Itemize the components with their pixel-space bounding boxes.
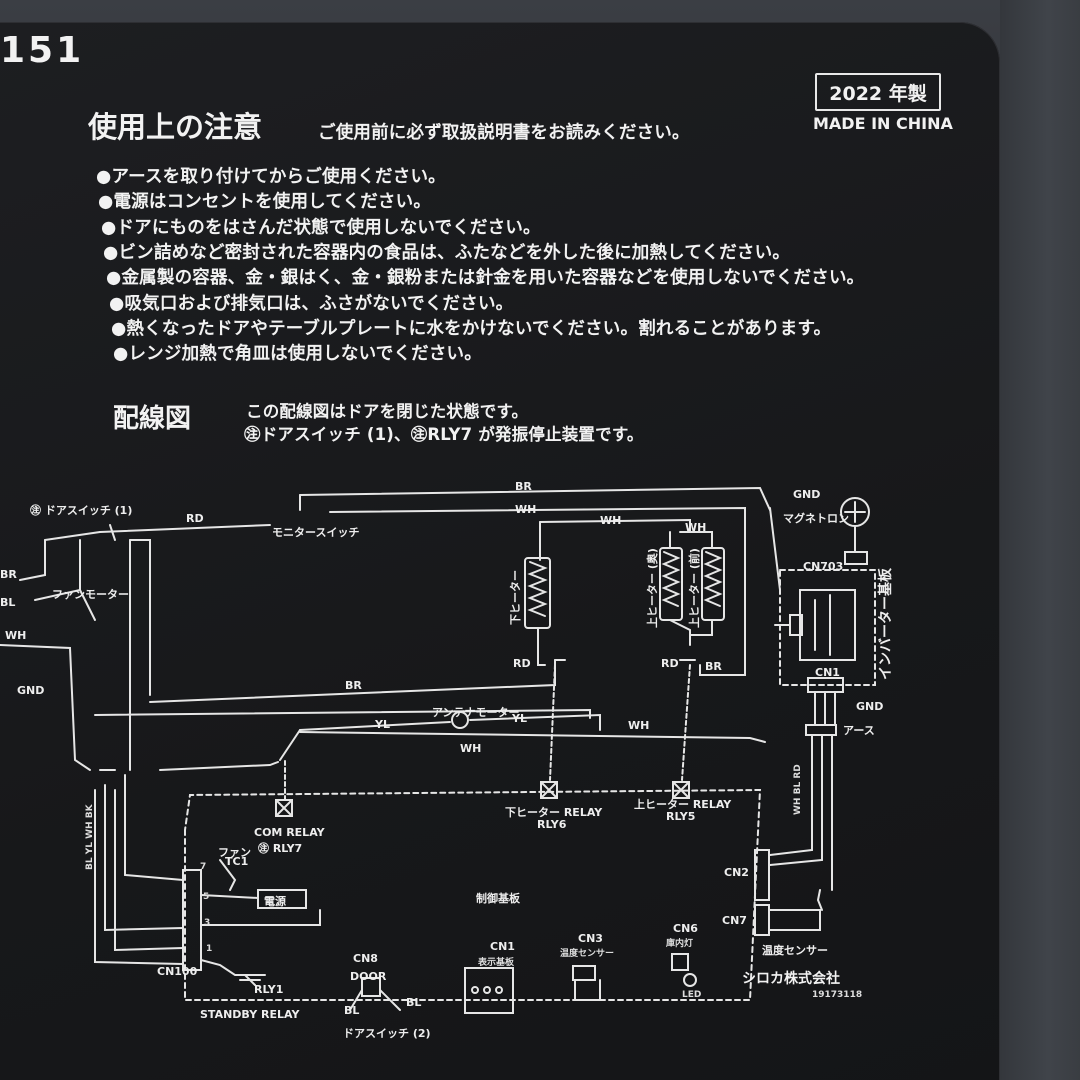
label-magnetron: マグネトロン [783, 512, 849, 525]
label-wh: WH [600, 514, 622, 527]
label-pin: 3 [204, 918, 211, 928]
label-br: BR [705, 660, 722, 673]
label-wh: WH [685, 521, 707, 534]
label-wh: WH [460, 742, 482, 755]
label-door-switch-2: ドアスイッチ (2) [343, 1027, 431, 1040]
label-rd: RD [186, 512, 204, 525]
label-rd: RD [661, 657, 679, 670]
label-yl: YL [375, 718, 390, 731]
label-cn1: CN1 [815, 666, 840, 679]
label-com-relay: COM RELAY [254, 826, 325, 839]
label-wh: WH [5, 629, 27, 642]
label-rly5: RLY5 [666, 810, 696, 823]
label-cn8: CN8 [353, 952, 378, 965]
caution-item: ●ビン詰めなど密封された容器内の食品は、ふたなどを外した後に加熱してください。 [103, 243, 791, 263]
label-control-board: 制御基板 [476, 892, 520, 905]
label-antenna-motor: アンテナモーター [432, 706, 520, 719]
label-plate [0, 22, 1000, 1080]
label-monitor-switch: モニタースイッチ [272, 526, 360, 539]
caution-heading: 使用上の注意 [88, 110, 263, 144]
origin-text: MADE IN CHINA [813, 114, 953, 133]
label-temp-sensor: 温度センサー [560, 949, 615, 959]
label-lamp: 庫内灯 [666, 939, 694, 949]
caution-item: ●ドアにものをはさんだ状態で使用しないでください。 [101, 218, 541, 238]
label-pin: 5 [203, 892, 210, 902]
label-door-switch-1: ㊟ ドアスイッチ (1) [30, 504, 133, 517]
label-bl: BL [344, 1004, 360, 1017]
label-br: BR [345, 679, 362, 692]
label-bl: BL [406, 996, 422, 1009]
label-upper-heater-b: 上ヒーター (前) [688, 548, 701, 628]
appliance-side-edge [1000, 0, 1080, 1080]
label-lower-heater-relay: 下ヒーター RELAY [505, 806, 603, 819]
wiring-note-1: この配線図はドアを閉じた状態です。 [246, 402, 529, 421]
label-gnd: GND [17, 684, 45, 697]
label-rd: RD [513, 657, 531, 670]
label-pin: 7 [200, 862, 207, 872]
label-wh: WH [628, 719, 650, 732]
label-upper-heater-relay: 上ヒーター RELAY [634, 798, 732, 811]
wiring-note-2: ㊟ドアスイッチ (1)、㊟RLY7 が発振停止装置です。 [244, 425, 644, 444]
label-cn7: CN7 [722, 914, 747, 927]
label-cn100: CN100 [157, 965, 198, 978]
caution-item: ●アースを取り付けてからご使用ください。 [96, 167, 446, 187]
label-lower-heater: 下ヒーター [509, 570, 522, 625]
label-yl: YL [512, 712, 527, 725]
label-inverter-board: インバーター基板 [878, 568, 894, 680]
label-bl: BL [0, 596, 16, 609]
label-cn6: CN6 [673, 922, 698, 935]
label-cn1: CN1 [490, 940, 515, 953]
label-cn3: CN3 [578, 932, 603, 945]
label-fan-motor: ファンモーター [52, 588, 129, 601]
label-gnd: GND [793, 488, 821, 501]
label-door: DOOR [350, 970, 387, 983]
label-left-wires: BL YL WH BK [85, 804, 95, 870]
label-pin: 1 [206, 944, 213, 954]
label-wire-colors: WH BL RD [793, 764, 803, 815]
label-fan: ファン [218, 846, 251, 859]
wiring-heading: 配線図 [113, 404, 192, 434]
maker-name: シロカ株式会社 [742, 971, 840, 987]
label-tc1: TC1 [225, 855, 249, 868]
model-number-fragment: 151 [0, 30, 85, 71]
caution-item: ●熱くなったドアやテーブルプレートに水をかけないでください。割れることがあります… [111, 319, 832, 339]
label-cn2: CN2 [724, 866, 749, 879]
label-wh: WH [515, 503, 537, 516]
label-rly6: RLY6 [537, 818, 567, 831]
year-badge: 2022 年製 [815, 73, 941, 111]
label-cn703: CN703 [803, 560, 844, 573]
caution-item: ●金属製の容器、金・銀はく、金・銀粉または針金を用いた容器などを使用しないでくだ… [106, 268, 865, 288]
caution-intro: ご使用前に必ず取扱説明書をお読みください。 [318, 123, 690, 143]
label-temp-sensor: 温度センサー [762, 944, 828, 957]
label-display-board: 表示基板 [478, 958, 515, 968]
label-gnd: GND [856, 700, 884, 713]
year-text: 2022 年製 [829, 82, 927, 105]
label-upper-heater-a: 上ヒーター (奥) [646, 548, 659, 628]
label-led: LED [682, 990, 702, 1000]
caution-item: ●吸気口および排気口は、ふさがないでください。 [109, 294, 514, 314]
label-earth: アース [843, 724, 875, 737]
label-rly7: ㊟ RLY7 [258, 842, 303, 855]
caution-item: ●レンジ加熱で角皿は使用しないでください。 [113, 344, 482, 364]
wiring-diagram [0, 486, 876, 1014]
label-power: 電源 [264, 895, 286, 908]
caution-item: ●電源はコンセントを使用してください。 [98, 192, 432, 212]
doc-code: 19173118 [812, 990, 863, 1000]
label-br: BR [0, 568, 17, 581]
label-br: BR [515, 480, 532, 493]
label-standby-relay: STANDBY RELAY [200, 1008, 300, 1021]
label-rly1: RLY1 [254, 983, 284, 996]
